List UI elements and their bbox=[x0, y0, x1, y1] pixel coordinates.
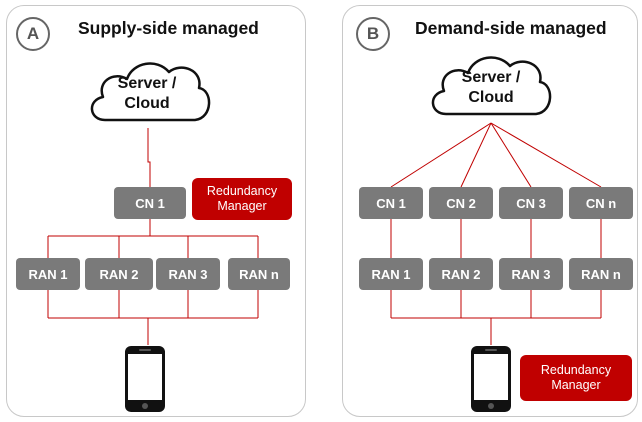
smartphone-icon bbox=[125, 346, 165, 412]
cn-node: CN 2 bbox=[429, 187, 493, 219]
ran-node: RAN 3 bbox=[499, 258, 563, 290]
ran-node: RAN 3 bbox=[156, 258, 220, 290]
ran-node: RAN 1 bbox=[16, 258, 80, 290]
manager-label-line2: Manager bbox=[551, 378, 601, 392]
cloud-label-line2: Cloud bbox=[468, 89, 514, 106]
panel-supply-side bbox=[6, 5, 306, 417]
ran-node: RAN 2 bbox=[429, 258, 493, 290]
cn-node: CN n bbox=[569, 187, 633, 219]
manager-label-line2: Manager bbox=[217, 199, 267, 213]
cloud-to-cn3-link bbox=[490, 122, 532, 188]
cn-node: CN 1 bbox=[359, 187, 423, 219]
redundancy-manager: Redundancy Manager bbox=[192, 178, 292, 220]
panel-a-badge: A bbox=[16, 17, 50, 51]
cloud-label-line1: Server / bbox=[461, 69, 521, 86]
panel-demand-side bbox=[342, 5, 638, 417]
panel-a-title: Supply-side managed bbox=[78, 18, 259, 38]
redundancy-manager: Redundancy Manager bbox=[520, 355, 632, 401]
panel-b-title: Demand-side managed bbox=[415, 18, 607, 38]
cloud-to-cnn-link bbox=[490, 122, 602, 188]
cloud-icon bbox=[431, 56, 552, 116]
ran-node: RAN n bbox=[228, 258, 290, 290]
cn-node: CN 1 bbox=[114, 187, 186, 219]
cloud-label: Server / Cloud bbox=[456, 68, 526, 108]
ran-node: RAN n bbox=[569, 258, 633, 290]
smartphone-icon bbox=[471, 346, 511, 412]
cloud-to-cn-link bbox=[147, 128, 151, 187]
cloud-to-cn2-link bbox=[460, 122, 492, 188]
ran-node: RAN 1 bbox=[359, 258, 423, 290]
cloud-label-line2: Cloud bbox=[124, 95, 170, 112]
cloud-to-cn1-link bbox=[390, 122, 492, 188]
panel-b-badge: B bbox=[356, 17, 390, 51]
manager-label-line1: Redundancy bbox=[206, 184, 278, 198]
cloud-label: Server / Cloud bbox=[112, 74, 182, 114]
ran-node: RAN 2 bbox=[85, 258, 153, 290]
manager-label-line1: Redundancy bbox=[540, 363, 612, 377]
cloud-icon bbox=[90, 62, 211, 122]
cn-node: CN 3 bbox=[499, 187, 563, 219]
cloud-label-line1: Server / bbox=[117, 75, 177, 92]
